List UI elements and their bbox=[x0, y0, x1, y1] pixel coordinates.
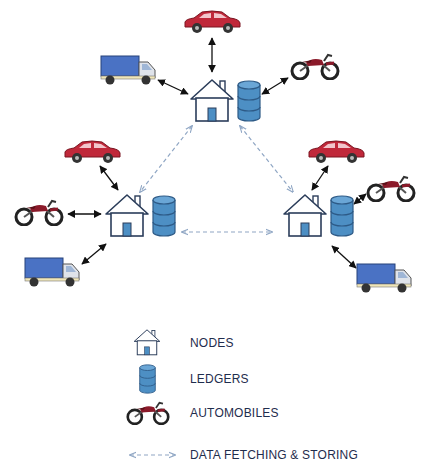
house-icon bbox=[191, 80, 233, 121]
legend-ledger bbox=[140, 365, 156, 393]
car-icon bbox=[309, 141, 364, 163]
car-icon bbox=[65, 141, 120, 163]
truck-icon bbox=[101, 56, 155, 85]
legend-label: NODES bbox=[190, 336, 234, 350]
motorcycle-icon bbox=[16, 201, 62, 225]
motorcycle-icon bbox=[368, 177, 414, 201]
legend-house bbox=[134, 330, 160, 355]
legend-label: AUTOMOBILES bbox=[190, 406, 279, 420]
truck-icon bbox=[25, 258, 79, 287]
legend-label: DATA FETCHING & STORING bbox=[190, 448, 358, 462]
ledger-icon bbox=[331, 196, 353, 236]
car-icon bbox=[185, 11, 240, 33]
house-icon bbox=[106, 195, 148, 236]
motorcycle-icon bbox=[292, 55, 338, 79]
legend-label: LEDGERS bbox=[190, 372, 249, 386]
truck-icon bbox=[357, 264, 411, 293]
legend-dashed-link bbox=[130, 454, 175, 455]
house-icon bbox=[284, 195, 326, 236]
ledger-icon bbox=[238, 81, 260, 121]
ledger-icon bbox=[153, 196, 175, 236]
legend-motorcycle bbox=[128, 403, 168, 424]
